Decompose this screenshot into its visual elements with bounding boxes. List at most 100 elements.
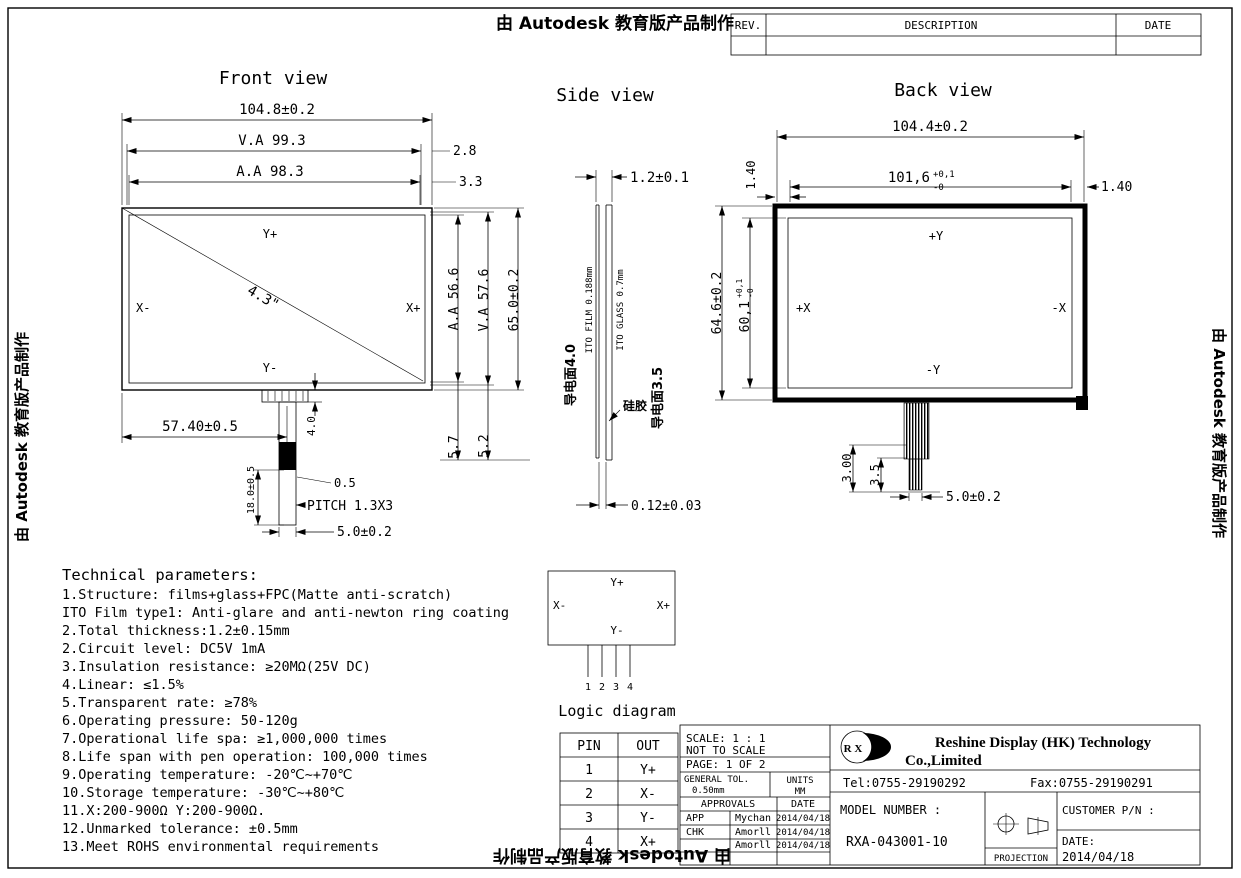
front-view: Front view 4.3" Y+ X- X+ Y- 104.8±0.2 V.… (121, 68, 530, 540)
approvals-header: APPROVALS (701, 799, 755, 810)
pin-table-cell: 1 (585, 763, 593, 778)
company-name-line1: Reshine Display (HK) Technology (935, 735, 1152, 751)
front-dim-tail-width: 5.0±0.2 (337, 525, 392, 540)
logic-diagram: Y+ X- X+ Y- 1 2 3 4 Logic diagram (547, 570, 676, 720)
page-label: PAGE: 1 OF 2 (686, 758, 765, 771)
side-layer-glass: ITO GLASS 0.7mm (616, 269, 626, 350)
company-name-line2: Co.,Limited (905, 753, 982, 769)
front-dim-aa-width: A.A 98.3 (236, 164, 303, 180)
tech-param-line: 6.Operating pressure: 50-120g (62, 713, 298, 729)
back-view: Back view +Y +X -X -Y 104.4±0.2 101,6 +0… (710, 80, 1132, 505)
pin-table-cell: Y+ (640, 763, 656, 778)
side-silicone-label: 硅胶 (623, 398, 647, 413)
logic-diagram-caption: Logic diagram (558, 702, 675, 720)
svg-text:-0: -0 (746, 288, 755, 298)
approval-role: CHK (686, 827, 704, 838)
back-dim-edge-right: 1.40 (1101, 180, 1132, 195)
approval-name: Amorll (735, 840, 771, 851)
front-dim-gap-va-bottom: 5.2 (477, 434, 492, 457)
front-label-y-minus: Y- (263, 361, 277, 375)
tech-param-line: 9.Operating temperature: -20℃~+70℃ (62, 767, 352, 783)
back-dim-inner-width-tol-minus: -0 (933, 183, 944, 193)
front-dim-total-width: 104.8±0.2 (239, 102, 315, 118)
front-dim-edge-right-top: 2.8 (453, 144, 476, 159)
tech-param-line: 2.Circuit level: DC5V 1mA (62, 641, 265, 657)
side-layer-film: ITO FILM 0.188mm (585, 267, 595, 354)
back-view-title: Back view (894, 80, 992, 101)
logic-label-x-plus: X+ (657, 599, 671, 612)
tech-params-title: Technical parameters: (62, 566, 258, 584)
logic-pin-4: 4 (627, 682, 633, 693)
front-diagonal-size: 4.3" (244, 283, 281, 314)
side-dim-thickness: 1.2±0.1 (630, 170, 689, 186)
front-dim-total-height: 65.0±0.2 (507, 269, 522, 332)
general-tol-label: GENERAL TOL. (684, 775, 749, 785)
tech-param-line: 2.Total thickness:1.2±0.15mm (62, 623, 290, 639)
front-view-title: Front view (219, 68, 328, 89)
pin-table-header-out: OUT (636, 739, 660, 754)
scale-label: SCALE: 1 : 1 (686, 732, 765, 745)
back-dim-inner-width-tol-plus: +0,1 (933, 170, 955, 180)
tech-param-line: 1.Structure: films+glass+FPC(Matte anti-… (62, 587, 452, 603)
description-header: DESCRIPTION (905, 19, 978, 32)
back-dim-total-height: 64.6±0.2 (710, 272, 725, 335)
pin-table: PIN OUT 1 Y+ 2 X- 3 Y- 4 X+ (559, 732, 679, 854)
pin-table-cell: X- (640, 787, 656, 802)
logic-pin-2: 2 (599, 682, 605, 693)
logic-pin-3: 3 (613, 682, 619, 693)
projection-label: PROJECTION (994, 854, 1048, 864)
company-logo-text: R X (844, 743, 863, 755)
front-label-x-minus: X- (136, 301, 150, 315)
tech-param-line: 12.Unmarked tolerance: ±0.5mm (62, 821, 298, 837)
back-dim-inner-height: 60,1 +0,1 -0 (735, 279, 755, 333)
back-dim-tail-a: 3.00 (840, 454, 854, 483)
approvals-date-header: DATE (791, 799, 815, 810)
logic-label-y-minus: Y- (610, 624, 623, 637)
back-dim-tail-width: 5.0±0.2 (946, 490, 1001, 505)
front-dim-gap-aa-bottom: 5.7 (447, 435, 462, 458)
front-dim-tail-position: 57.40±0.5 (162, 419, 238, 435)
logic-pin-1: 1 (585, 682, 591, 693)
tech-param-line: 4.Linear: ≤1.5% (62, 677, 184, 693)
tech-param-line: 8.Life span with pen operation: 100,000 … (62, 749, 428, 765)
tech-param-line: 13.Meet ROHS environmental requirements (62, 839, 379, 855)
approval-date: 2014/04/18 (776, 828, 830, 838)
tech-param-line: 10.Storage temperature: -30℃~+80℃ (62, 785, 344, 801)
approval-date: 2014/04/18 (776, 814, 830, 824)
back-dim-inner-width: 101,6 (888, 170, 930, 186)
watermark-bottom: 由 Autodesk 教育版产品制作 (493, 845, 731, 866)
pin-table-cell: 4 (585, 835, 593, 850)
pin-table-cell: Y- (640, 811, 656, 826)
rev-header: REV. (735, 19, 762, 32)
watermark-top: 由 Autodesk 教育版产品制作 (496, 13, 734, 34)
logic-label-y-plus: Y+ (610, 576, 624, 589)
tech-param-line: ITO Film type1: Anti-glare and anti-newt… (62, 605, 509, 621)
side-conductive-top: 导电面4.0 (563, 344, 579, 406)
tech-param-line: 5.Transparent rate: ≥78% (62, 695, 257, 711)
side-dim-gap: 0.12±0.03 (631, 499, 701, 514)
back-dim-total-width: 104.4±0.2 (892, 119, 968, 135)
approval-date: 2014/04/18 (776, 841, 830, 851)
approval-role: APP (686, 813, 704, 824)
date-header: DATE (1145, 19, 1172, 32)
back-label-x-minus: -X (1052, 301, 1067, 315)
side-view: Side view 1.2±0.1 ITO FILM 0.188mm ITO G… (556, 85, 701, 514)
front-label-x-plus: X+ (406, 301, 420, 315)
units-value: MM (795, 787, 806, 797)
side-conductive-bottom: 导电面3.5 (650, 367, 666, 429)
company-fax: Fax:0755-29190291 (1030, 776, 1153, 790)
customer-pn-label: CUSTOMER P/N : (1062, 804, 1155, 817)
logic-label-x-minus: X- (553, 599, 566, 612)
back-dim-edge-left: 1.40 (744, 161, 758, 190)
front-dim-tail-wall: 0.5 (334, 476, 356, 490)
general-tol-value: 0.50mm (692, 786, 725, 796)
front-label-y-plus: Y+ (263, 227, 277, 241)
company-logo-swoosh (863, 733, 891, 761)
front-dim-edge-right-bottom: 3.3 (459, 175, 482, 190)
pin-table-cell: X+ (640, 835, 656, 850)
sheet-border (7, 7, 1233, 869)
back-label-x-plus: +X (796, 301, 811, 315)
tech-param-line: 11.X:200-900Ω Y:200-900Ω. (62, 803, 265, 819)
tech-param-line: 7.Operational life spa: ≥1,000,000 times (62, 731, 387, 747)
